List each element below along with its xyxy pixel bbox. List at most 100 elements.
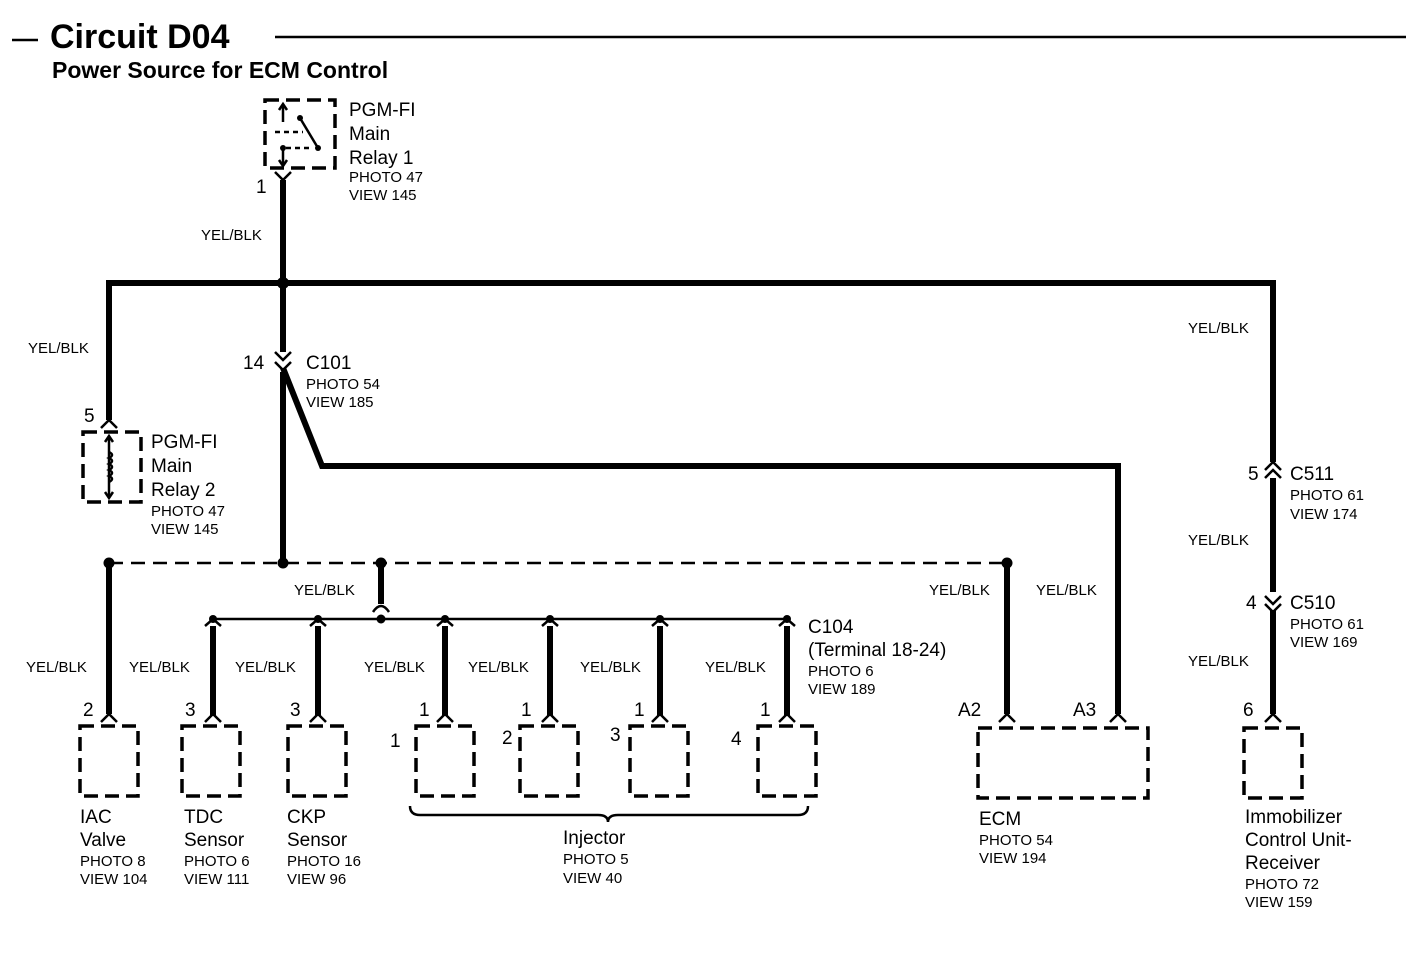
wire-color-label: YEL/BLK <box>468 659 529 676</box>
iac-valve-photo: PHOTO 8 <box>80 853 146 870</box>
ckp-sensor: 3 CKP Sensor PHOTO 16 VIEW 96 <box>286 700 361 888</box>
ecm: A2 A3 ECM PHOTO 54 VIEW 194 <box>958 700 1150 867</box>
iac-valve: 2 IAC Valve PHOTO 8 VIEW 104 <box>78 700 148 888</box>
injector-number-1: 1 <box>390 731 401 752</box>
relay-1-photo: PHOTO 47 <box>349 169 423 186</box>
relay-1-view: VIEW 145 <box>349 187 417 204</box>
c104-name: C104 <box>808 617 854 638</box>
wire-labels: YEL/BLK YEL/BLK YEL/BLK YEL/BLK YEL/BLK … <box>26 227 1249 676</box>
splice-dots <box>103 277 1013 624</box>
wire-color-label: YEL/BLK <box>294 582 355 599</box>
relay-2-name-line: Main <box>151 456 192 477</box>
iac-valve-box <box>78 724 140 798</box>
ckp-sensor-name-line: Sensor <box>287 830 348 851</box>
wire-color-label: YEL/BLK <box>1188 320 1249 337</box>
injector-name: Injector <box>563 828 626 849</box>
injector-photo: PHOTO 5 <box>563 851 629 868</box>
wire-color-label: YEL/BLK <box>1188 653 1249 670</box>
tdc-sensor: 3 TDC Sensor PHOTO 6 VIEW 111 <box>180 700 250 888</box>
immobilizer-pin: 6 <box>1243 700 1254 721</box>
ecm-name: ECM <box>979 809 1021 830</box>
immobilizer-name-line: Control Unit- <box>1245 830 1352 851</box>
ecm-pin-a2: A2 <box>958 700 981 721</box>
relay-2-box <box>81 430 143 504</box>
c510-pin: 4 <box>1246 593 1257 614</box>
immobilizer: 6 Immobilizer Control Unit- Receiver PHO… <box>1242 700 1352 911</box>
wire-color-label: YEL/BLK <box>201 227 262 244</box>
c511-photo: PHOTO 61 <box>1290 487 1364 504</box>
ckp-sensor-view: VIEW 96 <box>287 871 346 888</box>
injector-2-pin: 1 <box>521 700 532 721</box>
ecm-box <box>976 726 1150 800</box>
c511-view: VIEW 174 <box>1290 506 1358 523</box>
iac-valve-name-line: Valve <box>80 830 126 851</box>
c104-photo: PHOTO 6 <box>808 663 874 680</box>
relay-2: PGM-FI Main Relay 2 PHOTO 47 VIEW 145 5 <box>81 406 225 538</box>
injector-1-box <box>414 724 476 798</box>
iac-valve-view: VIEW 104 <box>80 871 148 888</box>
wire-color-label: YEL/BLK <box>705 659 766 676</box>
relay-1-name-line: PGM-FI <box>349 100 416 121</box>
ckp-sensor-photo: PHOTO 16 <box>287 853 361 870</box>
tdc-sensor-name-line: Sensor <box>184 830 245 851</box>
c101-photo: PHOTO 54 <box>306 376 380 393</box>
relay-switch-icon <box>275 101 321 169</box>
c101-name: C101 <box>306 353 351 374</box>
injector-1-pin: 1 <box>419 700 430 721</box>
immobilizer-photo: PHOTO 72 <box>1245 876 1319 893</box>
main-wires <box>106 180 1276 716</box>
circuit-title: Circuit D04 <box>50 18 230 56</box>
relay-1-name-line: Relay 1 <box>349 148 413 169</box>
injectors: 1 1 1 1 1 2 3 4 Injector PHOTO 5 VIEW 40 <box>390 700 818 887</box>
connector-symbols <box>100 171 1282 723</box>
tdc-sensor-view: VIEW 111 <box>184 871 249 888</box>
immobilizer-view: VIEW 159 <box>1245 894 1313 911</box>
tdc-sensor-name-line: TDC <box>184 807 223 828</box>
injector-4-pin: 1 <box>760 700 771 721</box>
tdc-sensor-pin: 3 <box>185 700 196 721</box>
ecm-pin-a3: A3 <box>1073 700 1096 721</box>
injector-2-box <box>518 724 580 798</box>
c101-label: 14 C101 PHOTO 54 VIEW 185 <box>243 353 380 411</box>
injector-3-box <box>628 724 690 798</box>
relay-2-pin: 5 <box>84 406 95 427</box>
relay-1-name-line: Main <box>349 124 390 145</box>
injector-4-box <box>756 724 818 798</box>
ckp-sensor-pin: 3 <box>290 700 301 721</box>
tdc-sensor-photo: PHOTO 6 <box>184 853 250 870</box>
wire-color-label: YEL/BLK <box>580 659 641 676</box>
relay-1-pin: 1 <box>256 177 267 198</box>
ecm-photo: PHOTO 54 <box>979 832 1053 849</box>
wire-color-label: YEL/BLK <box>28 340 89 357</box>
c510-photo: PHOTO 61 <box>1290 616 1364 633</box>
relay-2-name-line: Relay 2 <box>151 480 215 501</box>
injector-group-bracket <box>408 805 810 823</box>
c511-label: 5 C511 PHOTO 61 VIEW 174 <box>1248 464 1364 523</box>
c101-view: VIEW 185 <box>306 394 374 411</box>
c510-name: C510 <box>1290 593 1335 614</box>
wire-color-label: YEL/BLK <box>235 659 296 676</box>
c510-label: 4 C510 PHOTO 61 VIEW 169 <box>1246 593 1364 651</box>
wire-color-label: YEL/BLK <box>929 582 990 599</box>
relay-2-name-line: PGM-FI <box>151 432 218 453</box>
c511-pin: 5 <box>1248 464 1259 485</box>
relay-2-photo: PHOTO 47 <box>151 503 225 520</box>
wire-color-label: YEL/BLK <box>1036 582 1097 599</box>
wire-color-label: YEL/BLK <box>129 659 190 676</box>
relay-coil-icon <box>103 433 115 501</box>
c104-view: VIEW 189 <box>808 681 876 698</box>
injector-view: VIEW 40 <box>563 870 622 887</box>
immobilizer-name-line: Receiver <box>1245 853 1321 874</box>
iac-valve-name-line: IAC <box>80 807 112 828</box>
injector-number-3: 3 <box>610 725 621 746</box>
ckp-sensor-box <box>286 724 348 798</box>
c104-detail: (Terminal 18-24) <box>808 640 946 661</box>
immobilizer-name-line: Immobilizer <box>1245 807 1343 828</box>
relay-1: PGM-FI Main Relay 1 PHOTO 47 VIEW 145 1 <box>256 98 423 204</box>
circuit-subtitle: Power Source for ECM Control <box>52 57 388 83</box>
injector-3-pin: 1 <box>634 700 645 721</box>
wire-color-label: YEL/BLK <box>26 659 87 676</box>
ckp-sensor-name-line: CKP <box>287 807 326 828</box>
ecm-view: VIEW 194 <box>979 850 1047 867</box>
